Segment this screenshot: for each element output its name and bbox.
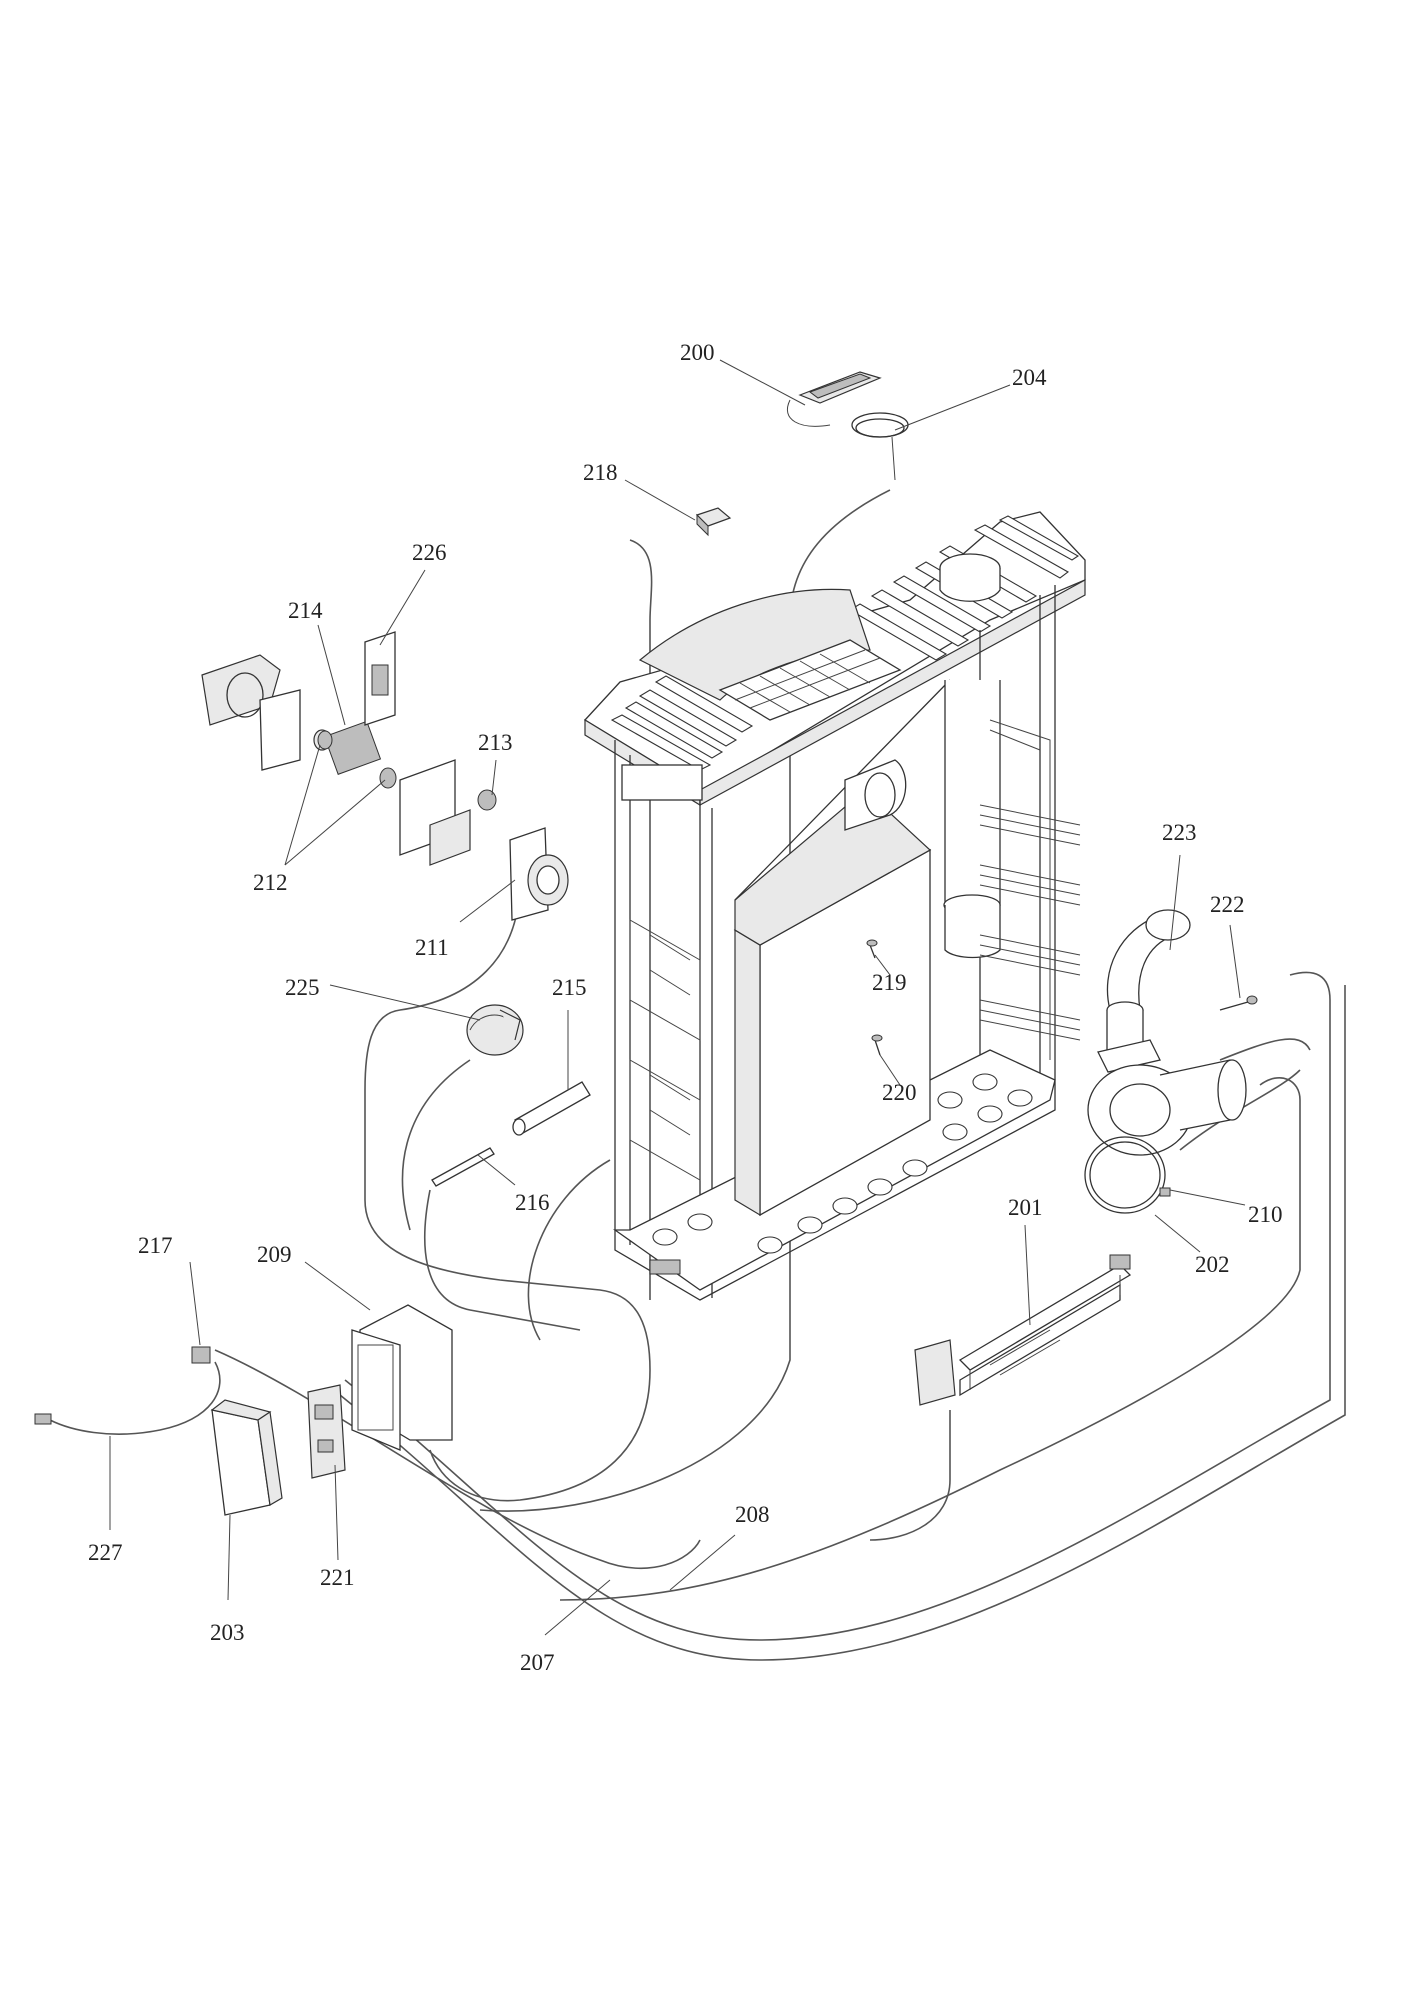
part-225-blower	[466, 1004, 524, 1056]
part-222-sensor	[1219, 995, 1258, 1011]
grate	[718, 639, 902, 721]
part-labels: 200 204 218 226 214 213 212 211 223 222 …	[88, 340, 1283, 1675]
part-209-board-cover	[351, 1304, 453, 1451]
label-225: 225	[285, 975, 320, 1000]
label-222: 222	[1210, 892, 1245, 917]
part-226-gasket	[364, 631, 396, 726]
label-213: 213	[478, 730, 513, 755]
exchanger-fins	[979, 719, 1081, 1060]
label-200: 200	[680, 340, 715, 365]
part-217-socket	[191, 1346, 211, 1364]
part-221-control-board	[307, 1384, 346, 1479]
stove-frame	[583, 511, 1086, 1301]
label-214: 214	[288, 598, 323, 623]
base-holes	[652, 1073, 1033, 1254]
label-223: 223	[1162, 820, 1197, 845]
label-208: 208	[735, 1502, 770, 1527]
part-motor-bracket	[399, 759, 471, 866]
part-214-auger-motor	[201, 654, 382, 775]
part-204-cable-ring	[851, 412, 909, 481]
label-218: 218	[583, 460, 618, 485]
label-217: 217	[138, 1233, 173, 1258]
label-220: 220	[882, 1080, 917, 1105]
label-203: 203	[210, 1620, 245, 1645]
label-212: 212	[253, 870, 288, 895]
part-210-exhaust-fan	[1087, 1039, 1247, 1156]
label-204: 204	[1012, 365, 1047, 390]
part-223-elbow	[1106, 909, 1191, 1059]
part-201-igniter-rail	[914, 1254, 1132, 1406]
part-220-rod	[871, 1034, 883, 1056]
left-side-panel	[621, 764, 703, 1275]
label-227: 227	[88, 1540, 123, 1565]
part-219-rod	[866, 939, 878, 959]
label-210: 210	[1248, 1202, 1283, 1227]
part-215-tube	[512, 1081, 591, 1136]
part-218-switch	[695, 507, 732, 537]
label-219: 219	[872, 970, 907, 995]
label-202: 202	[1195, 1252, 1230, 1277]
leader-lines	[109, 359, 1246, 1636]
part-216-tube	[431, 1147, 495, 1187]
label-207: 207	[520, 1650, 555, 1675]
part-212-bearings	[317, 730, 397, 789]
part-203-transformer-box	[210, 1399, 283, 1516]
part-202-clamp-ring	[1084, 1136, 1171, 1214]
label-201: 201	[1008, 1195, 1043, 1220]
label-211: 211	[415, 935, 449, 960]
wiring-harness	[214, 489, 1346, 1661]
part-213-bushing	[477, 789, 497, 811]
part-211-fan-motor	[509, 827, 569, 921]
label-226: 226	[412, 540, 447, 565]
label-215: 215	[552, 975, 587, 1000]
label-216: 216	[515, 1190, 550, 1215]
label-221: 221	[320, 1565, 355, 1590]
label-209: 209	[257, 1242, 292, 1267]
part-227-power-cord	[34, 1361, 221, 1435]
part-200-control-panel	[787, 371, 882, 427]
